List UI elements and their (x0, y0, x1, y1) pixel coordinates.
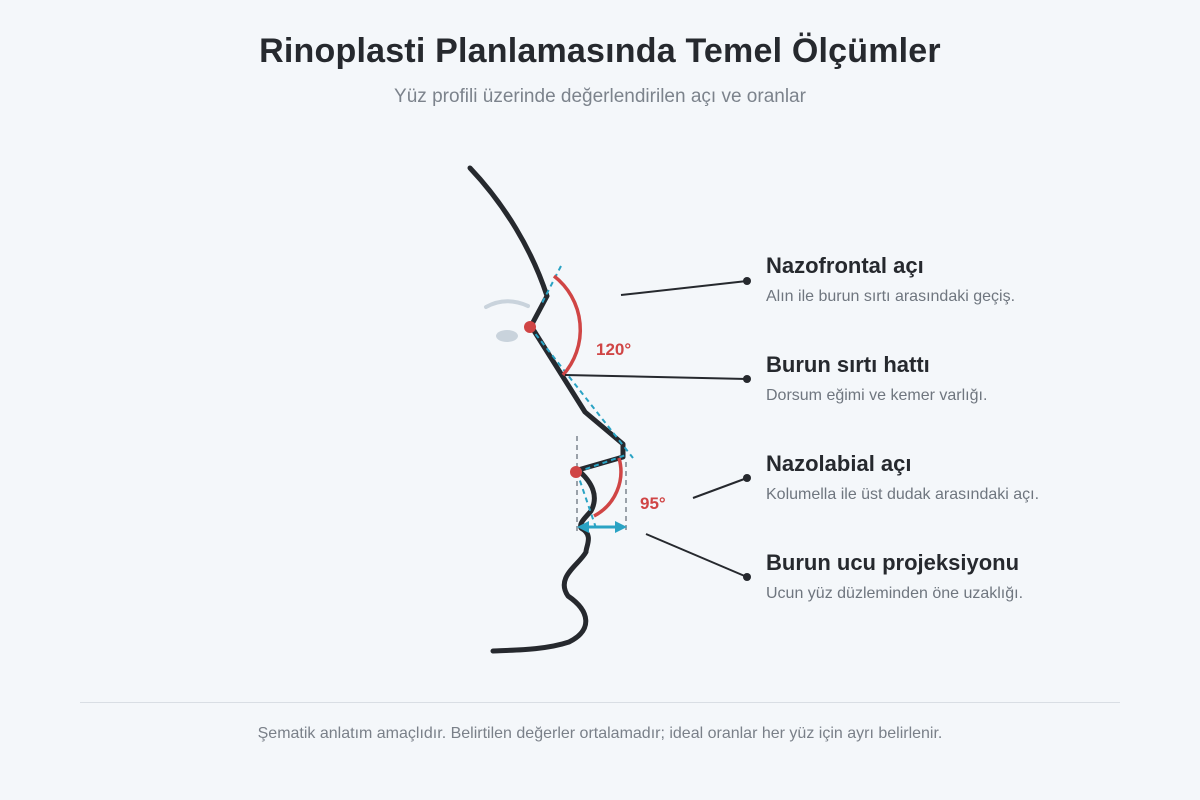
page-title: Rinoplasti Planlamasında Temel Ölçümler (259, 32, 941, 70)
label-desc-dorsum: Dorsum eğimi ve kemer varlığı. (766, 387, 988, 404)
subnasale-point (570, 466, 582, 478)
leader-dot-nasofrontal (743, 277, 751, 285)
label-title-nasofrontal: Nazofrontal açı (766, 253, 924, 278)
upper-lip-guide-line (576, 471, 597, 529)
face-profile-line (467, 165, 626, 654)
leader-dot-projection (743, 573, 751, 581)
leader-line-projection (645, 533, 748, 578)
leader-line-nasolabial (692, 477, 748, 499)
label-desc-projection: Ucun yüz düzleminden öne uzaklığı. (766, 585, 1024, 602)
label-desc-nasofrontal: Alın ile burun sırtı arasındaki geçiş. (766, 288, 1016, 305)
footer-note: Şematik anlatım amaçlıdır. Belirtilen de… (257, 725, 943, 742)
footer-divider (80, 702, 1120, 703)
nasolabial-angle-value: 95° (640, 494, 666, 513)
nasolabial-angle-arc (593, 457, 623, 518)
projection-arrow-right-head (615, 521, 627, 533)
page-subtitle: Yüz profili üzerinde değerlendirilen açı… (394, 86, 806, 107)
label-title-projection: Burun ucu projeksiyonu (766, 550, 1020, 575)
nasion-point (524, 321, 536, 333)
eye-shape (496, 330, 518, 342)
projection-arrow-left-head (577, 521, 589, 533)
leader-line-nasofrontal (620, 280, 748, 296)
leader-line-dorsum (564, 374, 748, 380)
leader-dot-dorsum (743, 375, 751, 383)
label-title-dorsum: Burun sırtı hattı (766, 352, 930, 377)
label-desc-nasolabial: Kolumella ile üst dudak arasındaki açı. (766, 486, 1040, 503)
eyebrow-shape (484, 299, 530, 309)
forehead-guide-line (540, 265, 562, 306)
nasofrontal-angle-arc (552, 274, 582, 377)
label-title-nasolabial: Nazolabial açı (766, 451, 912, 476)
leader-dot-nasolabial (743, 474, 751, 482)
dorsum-guide-line (529, 326, 634, 459)
nasofrontal-angle-value: 120° (596, 340, 631, 359)
